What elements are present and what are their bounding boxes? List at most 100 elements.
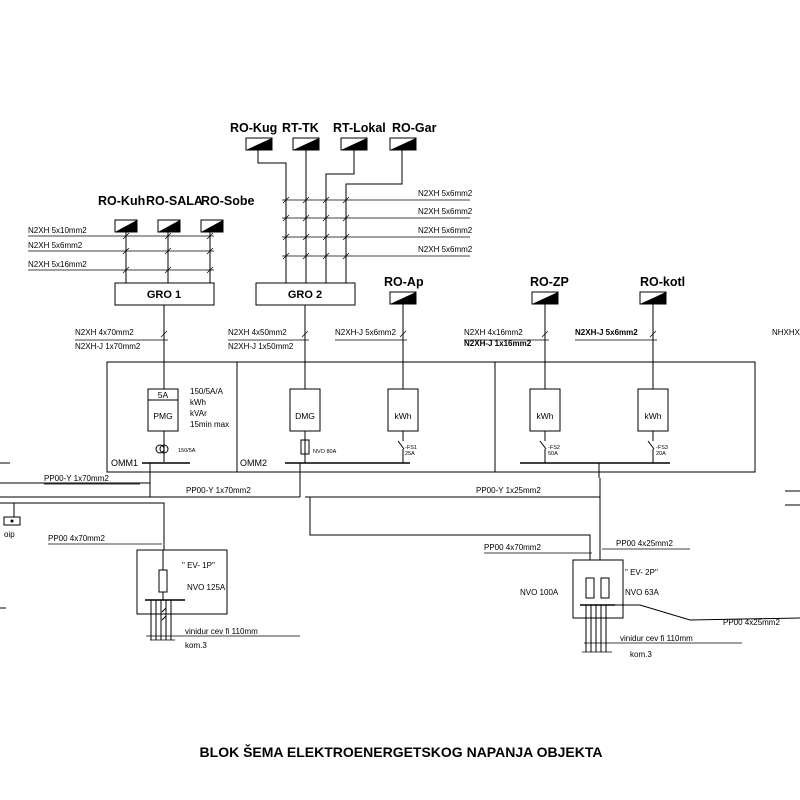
- feeder-gro1-1: N2XH 4x70mm2: [75, 328, 134, 337]
- earth-cable-1: PP00-Y 1x70mm2: [44, 474, 109, 483]
- top-panels: RO-Kug RT-TK RT-Lokal RO-Gar N2XH 5x6mm2…: [230, 121, 473, 283]
- ev2-box: [572, 559, 624, 619]
- feeder-cables: N2XH 4x70mm2 N2XH-J 1x70mm2 N2XH 4x50mm2…: [75, 304, 800, 389]
- panel-symbol-ro-gar: [389, 137, 417, 151]
- kwh-meter-3-label: kWh: [645, 411, 662, 421]
- ev2-cable-out: PP00 4x25mm2: [723, 618, 780, 627]
- feeder-ro-zp-2: N2XH-J 1x16mm2: [464, 339, 532, 348]
- panel-label-rt-tk: RT-TK: [282, 121, 319, 135]
- panel-label-ro-zp: RO-ZP: [530, 275, 569, 289]
- ev2-fuse-symbol-1: [585, 577, 595, 599]
- left-cable-1: N2XH 5x10mm2: [28, 226, 87, 235]
- earth-cable-3: PP00-Y 1x25mm2: [476, 486, 541, 495]
- gro-1-box: GRO 1: [114, 282, 215, 306]
- omm3: kWh kWh -FS2 50A -FS3 20A: [520, 388, 670, 478]
- nvo-80-fuse: [300, 439, 310, 455]
- ev2-cable-in: PP00 4x70mm2: [484, 543, 541, 552]
- ev1-pipe: vinidur cev fi 110mm: [185, 627, 258, 636]
- feeder-ro-zp-1: N2XH 4x16mm2: [464, 328, 523, 337]
- diagram-title: BLOK ŠEMA ELEKTROENERGETSKOG NAPANJA OBJ…: [200, 743, 603, 760]
- fs3-label: -FS3: [656, 445, 668, 451]
- fs2-rating: 50A: [548, 451, 558, 457]
- ev2-fuse-left: NVO 100A: [520, 588, 559, 597]
- fs1-label: -FS1: [405, 445, 417, 451]
- ev-1p: PP00 4x70mm2 " EV- 1P" NVO 125A vinidur …: [48, 534, 300, 650]
- fs3-rating: 20A: [656, 451, 666, 457]
- current-transformer-icon: [155, 444, 169, 454]
- feeder-ro-ap: N2XH-J 5x6mm2: [335, 328, 396, 337]
- ev1-cable: PP00 4x70mm2: [48, 534, 105, 543]
- dmg-label: DMG: [295, 411, 315, 421]
- panel-symbol-ro-zp: [531, 291, 559, 305]
- oip-symbol: [3, 516, 21, 526]
- panel-label-ro-kuh: RO-Kuh: [98, 194, 145, 208]
- kwh-meter-1: [387, 388, 419, 432]
- kwh-meter-1-label: kWh: [395, 411, 412, 421]
- fs1-rating: 25A: [405, 451, 415, 457]
- ev-2p: PP00 4x70mm2 PP00 4x25mm2 " EV- 2P" NVO …: [309, 497, 800, 659]
- kwh-meter-2: [529, 388, 561, 432]
- mid-panels: RO-Ap RO-ZP RO-kotl: [384, 275, 685, 305]
- panel-label-ro-kotl: RO-kotl: [640, 275, 685, 289]
- pmg-rating: 5A: [158, 390, 169, 400]
- omm2-label: OMM2: [240, 458, 267, 468]
- panel-symbol-ro-ap: [389, 291, 417, 305]
- omm1: OMM1 5A PMG 150/5A/A kWh kVAr 15min max …: [111, 387, 229, 478]
- pmg-spec-2: kWh: [190, 398, 206, 407]
- kwh-meter-3: [637, 388, 669, 432]
- feeder-gro2-2: N2XH-J 1x50mm2: [228, 342, 294, 351]
- ev2-conduits: [585, 605, 607, 652]
- pmg-spec-3: kVAr: [190, 409, 207, 418]
- ev1-fuse: NVO 125A: [187, 583, 226, 592]
- ev1-count: kom.3: [185, 641, 207, 650]
- left-cable-2: N2XH 5x6mm2: [28, 241, 83, 250]
- panel-label-rt-lokal: RT-Lokal: [333, 121, 386, 135]
- top-cable-1: N2XH 5x6mm2: [418, 189, 473, 198]
- feeder-edge: NHXHX: [772, 328, 800, 337]
- panel-label-ro-gar: RO-Gar: [392, 121, 437, 135]
- panel-symbol-ro-kuh: [114, 219, 138, 233]
- gro-1-label: GRO 1: [147, 289, 181, 301]
- pmg-spec-4: 15min max: [190, 420, 229, 429]
- nvo-80-label: NVO 80A: [313, 449, 337, 455]
- oip-label: oip: [4, 530, 15, 539]
- ev2-count: kom.3: [630, 650, 652, 659]
- omm2: OMM2 DMG NVO 80A kWh -FS1 25A: [240, 388, 419, 468]
- cabinet-frame: [106, 361, 756, 473]
- panel-symbol-ro-kotl: [639, 291, 667, 305]
- ev1-conduits: [150, 600, 172, 640]
- pmg-spec-1: 150/5A/A: [190, 387, 224, 396]
- ev1-box: [136, 549, 228, 615]
- top-cable-2: N2XH 5x6mm2: [418, 207, 473, 216]
- pmg-label: PMG: [153, 411, 172, 421]
- dmg-meter: [289, 388, 321, 432]
- top-cable-3: N2XH 5x6mm2: [418, 226, 473, 235]
- ev1-fuse-symbol: [158, 569, 168, 593]
- gro-2-box: GRO 2: [255, 282, 356, 306]
- ev2-fuse-right: NVO 63A: [625, 588, 659, 597]
- earth-cable-2: PP00-Y 1x70mm2: [186, 486, 251, 495]
- feeder-ro-kotl: N2XH-J 5x6mm2: [575, 328, 638, 337]
- panel-symbol-rt-lokal: [340, 137, 368, 151]
- ev2-name: " EV- 2P": [625, 568, 658, 577]
- fs2-label: -FS2: [548, 445, 560, 451]
- ev2-cable-top: PP00 4x25mm2: [616, 539, 673, 548]
- omm1-label: OMM1: [111, 458, 138, 468]
- pmg-meter: [147, 388, 179, 432]
- kwh-meter-2-label: kWh: [537, 411, 554, 421]
- panel-symbol-rt-tk: [292, 137, 320, 151]
- ev1-name: " EV- 1P": [182, 561, 215, 570]
- ev2-pipe: vinidur cev fi 110mm: [620, 634, 693, 643]
- panel-label-ro-sala: RO-SALA: [146, 194, 203, 208]
- gro-2-label: GRO 2: [288, 289, 322, 301]
- panel-label-ro-ap: RO-Ap: [384, 275, 424, 289]
- feeder-gro2-1: N2XH 4x50mm2: [228, 328, 287, 337]
- panel-label-ro-sobe: RO-Sobe: [201, 194, 255, 208]
- panel-symbol-ro-kug: [245, 137, 273, 151]
- panel-label-ro-kug: RO-Kug: [230, 121, 277, 135]
- panel-symbol-ro-sobe: [200, 219, 224, 233]
- top-cable-4: N2XH 5x6mm2: [418, 245, 473, 254]
- left-cable-3: N2XH 5x16mm2: [28, 260, 87, 269]
